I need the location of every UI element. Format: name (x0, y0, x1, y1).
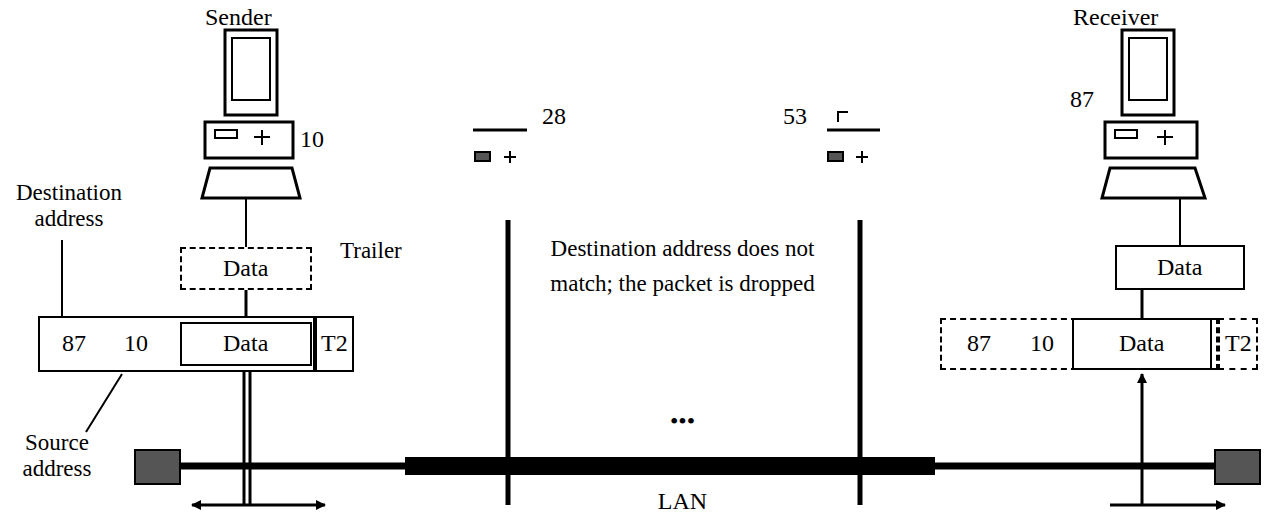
station-name: Receiver (1073, 4, 1158, 32)
computer-icon (202, 30, 300, 247)
frame-field: 87 (967, 330, 991, 358)
address-number: 53 (783, 103, 807, 131)
address-number: 87 (1070, 86, 1094, 114)
frame-box: 87 10 Data (940, 318, 1218, 370)
note-text: Destination address does not match; the … (545, 232, 820, 301)
frame-field: 87 (62, 330, 86, 358)
lan-bus (135, 450, 1260, 484)
computer-icon (1102, 30, 1205, 245)
field-label: Source address (2, 430, 112, 483)
frame-field: 10 (124, 330, 148, 358)
frame-box: 87 10 Data (38, 316, 315, 372)
data-box: Data (1115, 245, 1245, 290)
frame-field: 10 (1030, 330, 1054, 358)
field-label: Trailer (340, 238, 402, 264)
frame-field: T2 (1225, 330, 1252, 358)
connector-line (1141, 290, 1144, 318)
station-icon (827, 112, 880, 505)
lan-label: LAN (640, 488, 725, 516)
trailer-box: T2 (1218, 318, 1258, 370)
trailer-box: T2 (315, 316, 354, 372)
data-box: Data (1072, 318, 1212, 370)
transmit-arrow (192, 372, 325, 505)
frame-field: Data (1157, 254, 1202, 282)
ellipsis: ••• (640, 408, 725, 436)
frame-field: Data (223, 255, 268, 283)
frame-field: T2 (321, 330, 348, 358)
field-label: Destination address (4, 180, 134, 233)
data-box: Data (180, 247, 312, 290)
frame-field: Data (223, 330, 268, 358)
frame-field: Data (1119, 330, 1164, 358)
station-icon (473, 130, 527, 505)
receive-arrow (1110, 374, 1225, 505)
station-name: Sender (205, 4, 272, 32)
address-number: 28 (542, 103, 566, 131)
address-number: 10 (300, 126, 324, 154)
data-box: Data (180, 322, 312, 366)
